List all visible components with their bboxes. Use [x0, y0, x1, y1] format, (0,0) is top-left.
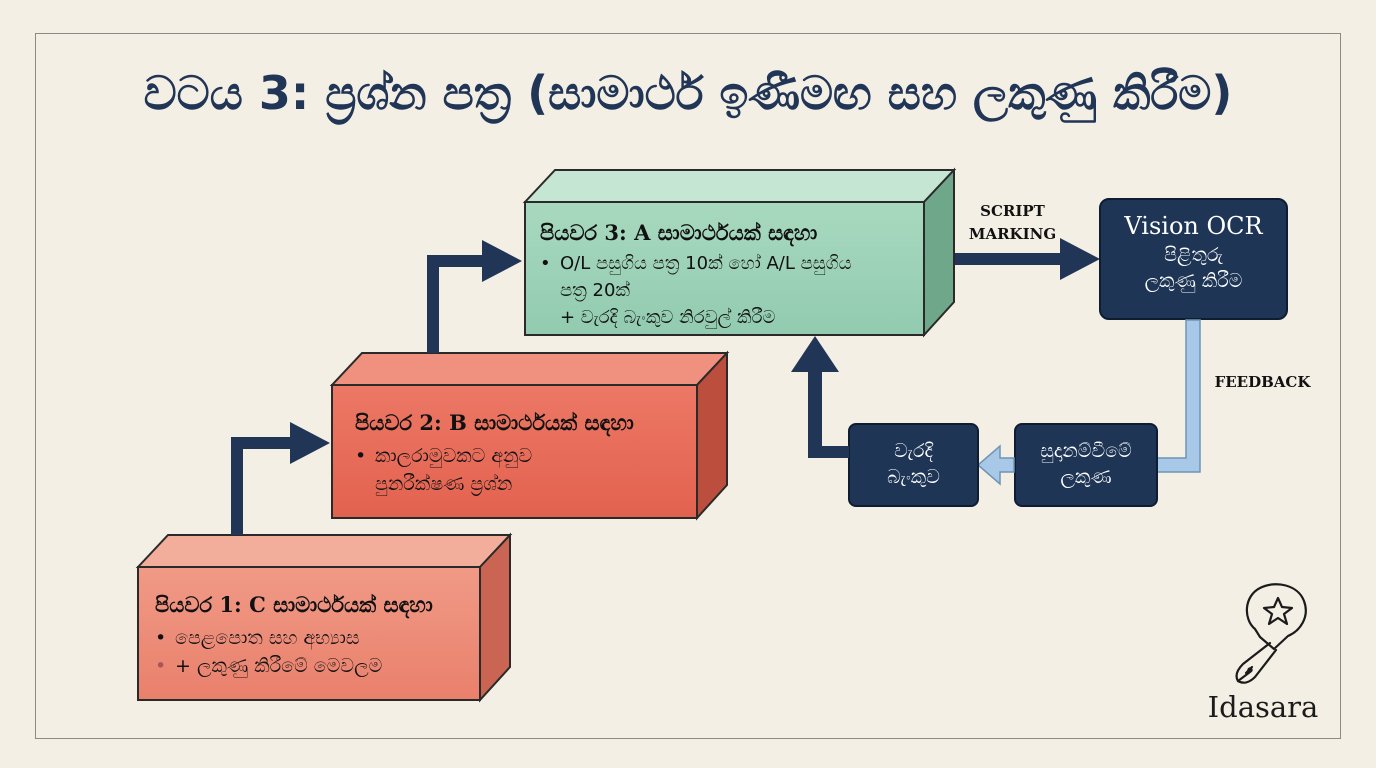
- step-2-bullet-1: •කාලරාමුවකට අනුව: [355, 445, 533, 467]
- arrow-script-marking: [955, 238, 1100, 280]
- step-3-bullet-2: + වැරදි බැංකුව නිරවුල් කිරීම: [560, 307, 776, 328]
- arrow-step1-to-step2: [231, 422, 330, 535]
- arrow-step2-to-step3: [427, 240, 522, 353]
- step-2-bullet-1-text: කාලරාමුවකට අනුව: [375, 445, 533, 467]
- logo-wordmark: Idasara: [1207, 690, 1319, 724]
- readiness-node-label: සුදානම්වීමේ ලකුණ: [1015, 438, 1157, 490]
- step-1-bullet-1: •පෙළපොත සහ අභ්‍යාස: [155, 627, 360, 649]
- step-3-bullet-1-text: O/L පසුගිය පත්‍ර 10ක් හෝ A/L පසුගිය: [560, 253, 852, 274]
- step-1-bullet-2: •+ ලකුණු කිරීමේ මෙවලම: [155, 655, 383, 677]
- error-bank-node-label: වැරදි බැංකුව: [849, 438, 978, 490]
- script-marking-label-line-2: MARKING: [968, 225, 1057, 243]
- script-marking-label: SCRIPT MARKING: [960, 200, 1065, 246]
- feedback-label: FEEDBACK: [1214, 373, 1311, 391]
- outer-frame: [35, 33, 1341, 739]
- readiness-line-1: සුදානම්වීමේ: [1040, 440, 1132, 462]
- readiness-node: [1014, 423, 1158, 507]
- step-2-title: පියවර 2: B සාමාර්ථයක් සඳහා: [355, 410, 634, 435]
- error-bank-node: [848, 423, 979, 507]
- readiness-line-2: ලකුණ: [1060, 466, 1112, 488]
- step-1-content: පියවර 1: C සාමාර්ථයක් සඳහා •පෙළපොත සහ අභ…: [155, 592, 433, 680]
- step-3-content: පියවර 3: A සාමාර්ථයක් සඳහා •O/L පසුගිය ප…: [540, 220, 852, 331]
- step-1-bullet-1-text: පෙළපොත සහ අභ්‍යාස: [175, 627, 360, 649]
- page-title: වටය 3: ප්‍රශ්න පත්‍ර (සාමාර්ථ ඉණීමඟ සහ ල…: [143, 66, 1233, 120]
- ocr-node: [1099, 198, 1288, 320]
- ocr-line-3: ලකුණු කිරීම: [1144, 270, 1243, 292]
- ocr-node-label: Vision OCR පිළිතුරු ලකුණු කිරීම: [1100, 210, 1287, 294]
- step-3-bullet-1: •O/L පසුගිය පත්‍ර 10ක් හෝ A/L පසුගිය: [540, 253, 852, 274]
- step-3-block: [522, 167, 957, 338]
- arrow-errorbank-to-step3: [791, 336, 849, 458]
- arrow-readiness-to-errorbank: [976, 444, 1015, 486]
- ocr-line-1: Vision OCR: [1124, 212, 1263, 240]
- error-bank-line-2: බැංකුව: [887, 466, 940, 488]
- step-1-bullet-2-text: + ලකුණු කිරීමේ මෙවලම: [175, 655, 383, 677]
- step-2-block: [329, 350, 730, 521]
- step-2-content: පියවර 2: B සාමාර්ථයක් සඳහා •කාලරාමුවකට අ…: [355, 410, 634, 498]
- step-2-bullet-1-cont: පුනරීක්ෂණ ප්‍රශ්න: [375, 473, 513, 495]
- step-1-title: පියවර 1: C සාමාර්ථයක් සඳහා: [155, 592, 433, 617]
- script-marking-label-line-1: SCRIPT: [980, 202, 1045, 220]
- error-bank-line-1: වැරදි: [894, 440, 933, 462]
- step-3-title: පියවර 3: A සාමාර්ථයක් සඳහා: [540, 220, 818, 245]
- step-1-block: [135, 532, 513, 703]
- pen-nib-lightbulb-star-icon: [1235, 583, 1307, 684]
- step-3-bullet-1-cont: පත්‍ර 20ක්: [560, 280, 631, 301]
- ocr-line-2: පිළිතුරු: [1164, 244, 1223, 266]
